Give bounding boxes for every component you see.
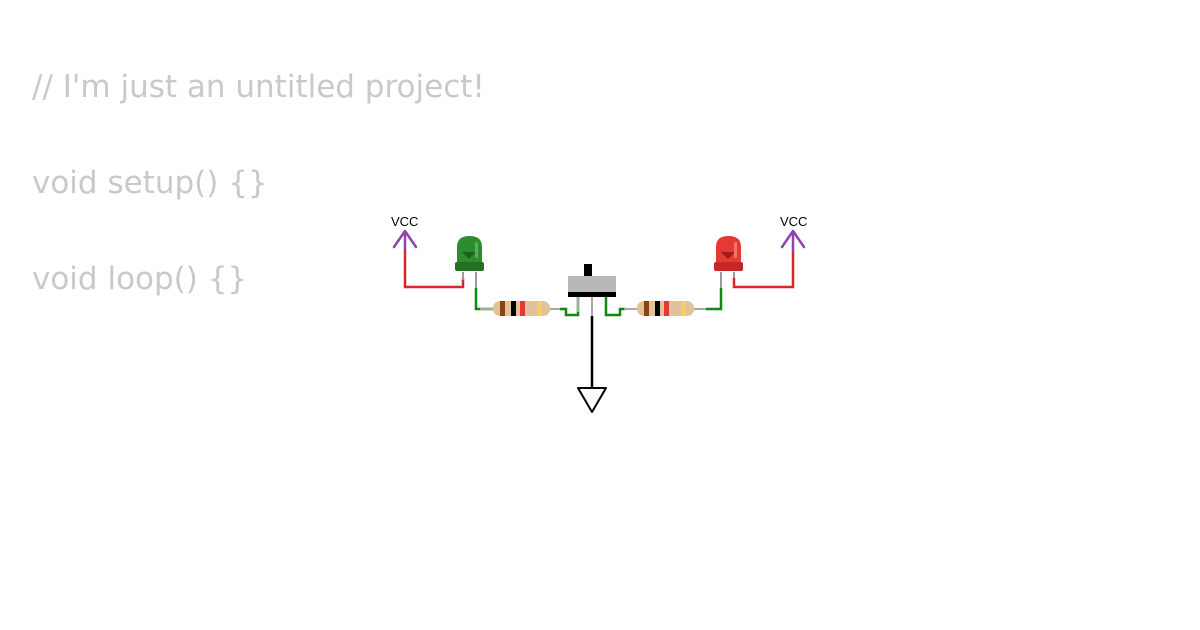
wire-vcc-right[interactable] xyxy=(732,250,795,289)
led-green-highlight xyxy=(475,242,478,258)
vcc-right-label: VCC xyxy=(780,214,807,229)
led-red-highlight xyxy=(734,242,737,258)
vcc-left-label: VCC xyxy=(391,214,418,229)
slide-switch-knob[interactable] xyxy=(584,264,592,277)
ground-icon[interactable] xyxy=(577,387,607,413)
resistor-right-band-3 xyxy=(664,301,669,316)
vcc-left-arrow-icon xyxy=(392,229,418,252)
wire-led-green-to-resistor[interactable] xyxy=(474,288,494,311)
resistor-left[interactable] xyxy=(480,301,560,316)
led-green-dome xyxy=(457,236,482,266)
resistor-right-band-4 xyxy=(681,301,686,316)
led-red-die-icon xyxy=(721,252,735,259)
resistor-left-band-2 xyxy=(511,301,516,316)
slide-switch-body xyxy=(568,276,616,292)
wire-switch-to-resistor-right[interactable] xyxy=(604,297,626,317)
led-green-rim xyxy=(455,262,484,271)
code-loop-line: void loop() {} xyxy=(32,261,248,297)
led-red[interactable] xyxy=(714,236,743,288)
resistor-left-band-4 xyxy=(537,301,542,316)
led-green[interactable] xyxy=(455,236,484,288)
slide-switch[interactable] xyxy=(568,264,616,316)
led-red-rim xyxy=(714,262,743,271)
vcc-left[interactable]: VCC xyxy=(391,214,418,252)
resistor-right-band-2 xyxy=(655,301,660,316)
vcc-right[interactable]: VCC xyxy=(780,214,807,252)
resistor-right-band-1 xyxy=(644,301,649,316)
code-comment-line: // I'm just an untitled project! xyxy=(32,69,485,105)
wire-resistor-left-to-switch[interactable] xyxy=(560,297,580,317)
code-setup-line: void setup() {} xyxy=(32,165,268,201)
resistor-left-band-1 xyxy=(500,301,505,316)
led-red-dome xyxy=(716,236,741,266)
led-green-die-icon xyxy=(462,252,476,259)
wire-vcc-left[interactable] xyxy=(403,250,465,289)
resistor-right[interactable] xyxy=(624,301,706,316)
vcc-right-arrow-icon xyxy=(780,229,806,252)
resistor-left-band-3 xyxy=(520,301,525,316)
slide-switch-base xyxy=(568,292,616,297)
wire-resistor-right-to-led-red[interactable] xyxy=(706,288,723,311)
